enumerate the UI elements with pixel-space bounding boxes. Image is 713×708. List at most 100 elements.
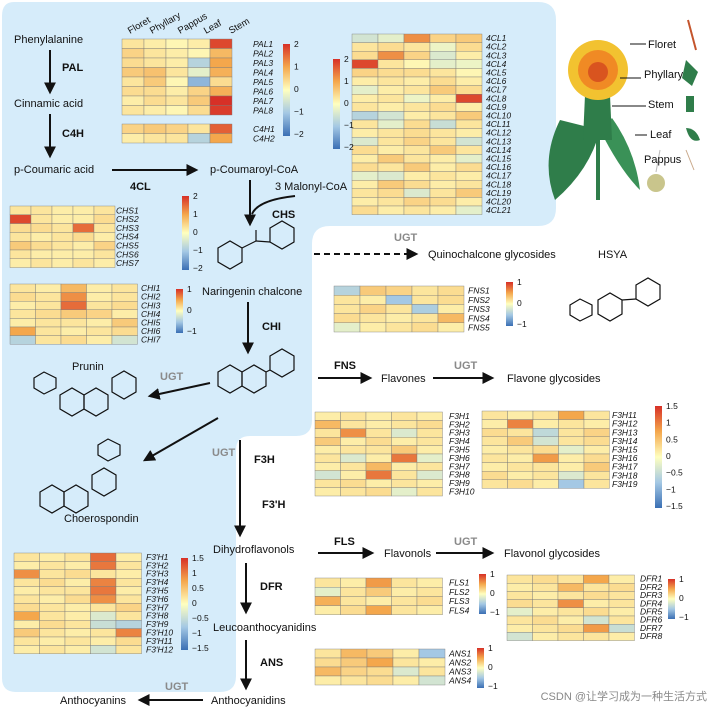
heatmap-cell <box>187 95 211 106</box>
heatmap-cell <box>455 68 483 78</box>
heatmap-cell <box>340 596 367 606</box>
heatmap-cell <box>13 594 40 604</box>
heatmap-cell <box>557 591 584 600</box>
heatmap-cell <box>481 419 508 429</box>
plant-label-pappus: Pappus <box>644 154 682 166</box>
heatmap-cell <box>385 285 413 296</box>
heatmap-cell <box>90 578 117 587</box>
heatmap-cell <box>583 607 610 617</box>
heatmap-cell <box>39 552 66 562</box>
heatmap-cell <box>351 76 379 86</box>
enzyme-f3prime-h: F3'H <box>262 499 285 511</box>
heatmap-cell <box>481 462 508 472</box>
heatmap-cell <box>506 624 533 633</box>
heatmap-cell <box>403 162 431 172</box>
colorbar-cb_c: 210−1−2 <box>182 191 203 273</box>
heatmap-cell <box>377 51 405 61</box>
colorbar-cb_f: 1.510.50−0.5−1−1.5 <box>655 401 683 511</box>
gene-label: F3H4 <box>449 436 470 446</box>
heatmap-cell <box>165 76 189 87</box>
heatmap-cell <box>165 105 189 116</box>
heatmap-cell <box>416 479 443 488</box>
gene-label: ANS3 <box>448 667 471 677</box>
colorbar-cb_a: 210−1−2 <box>283 39 304 139</box>
heatmap-cell <box>391 605 418 615</box>
gene-label: CHI4 <box>141 309 161 319</box>
colorbar-tick: 0 <box>488 662 493 672</box>
heatmap-cell <box>13 578 40 587</box>
prunin-structure <box>33 370 137 417</box>
heatmap-cell <box>416 445 443 455</box>
heatmap-cell <box>416 437 443 446</box>
compound-flavones: Flavones <box>381 373 426 385</box>
heatmap-cell <box>608 624 635 633</box>
gene-label: 4CL14 <box>486 145 511 155</box>
heatmap-cell <box>314 577 341 588</box>
gene-label: F3H16 <box>612 453 638 463</box>
heatmap-cell <box>351 111 379 121</box>
heatmap-cell <box>351 93 379 103</box>
gene-label: 4CL11 <box>486 119 511 129</box>
heatmap-cell <box>9 232 32 242</box>
gene-label: 4CL5 <box>486 68 507 78</box>
enzyme-ugt-choerospondin: UGT <box>212 447 236 459</box>
heatmap-cell <box>411 322 439 333</box>
heatmap-cell <box>314 596 341 606</box>
gene-label: CHS7 <box>116 258 139 268</box>
gene-label: F3H9 <box>449 478 470 488</box>
heatmap-cell <box>9 318 36 328</box>
gene-label: 4CL13 <box>486 136 511 146</box>
heatmap-cell <box>187 48 211 59</box>
gene-label: PAL1 <box>253 39 273 49</box>
heatmap-cell <box>377 162 405 172</box>
heatmap-cell <box>377 102 405 112</box>
heatmap-cell <box>93 205 116 216</box>
heatmap-cell <box>314 445 341 455</box>
colorbar-cb_d: 10−1 <box>176 284 197 336</box>
heatmap-cell <box>64 561 91 571</box>
compound-p-coumaroyl-coa: p-Coumaroyl-CoA <box>210 164 299 176</box>
heatmap-cell <box>437 313 465 324</box>
heatmap-cell <box>391 445 418 455</box>
plant-label-stem: Stem <box>648 99 674 111</box>
heatmap-cell <box>506 574 533 584</box>
heatmap-cell <box>532 591 559 600</box>
heatmap-cell <box>385 322 413 333</box>
gene-label: C4H1 <box>253 124 275 134</box>
gene-label: F3H13 <box>612 427 638 437</box>
colorbar-tick: −1 <box>488 681 498 691</box>
heatmap-cell <box>583 632 610 641</box>
gene-label: FNS2 <box>468 295 490 305</box>
heatmap-cell <box>86 335 113 345</box>
heatmap-cell <box>391 420 418 429</box>
heatmap-cell <box>72 232 95 242</box>
heatmap-cell <box>60 335 87 345</box>
colorbar-tick: −2 <box>344 142 354 152</box>
heatmap-cell <box>366 657 394 668</box>
heatmap-cell <box>30 232 53 242</box>
colorbar-gradient <box>283 44 290 136</box>
colorbar-tick: −1 <box>517 319 527 329</box>
heatmap-cell <box>111 318 138 328</box>
gene-label: FNS1 <box>468 286 490 296</box>
colorbar-tick: 1.5 <box>192 553 204 563</box>
heatmap-cell <box>187 86 211 97</box>
heatmap-cell <box>385 304 413 314</box>
enzyme-ugt-flavone: UGT <box>454 360 478 372</box>
heatmap-cell <box>187 38 211 49</box>
heatmap-cell <box>532 462 559 472</box>
heatmap-cell <box>39 594 66 604</box>
heatmap-cell <box>429 197 457 207</box>
heatmap-cell <box>583 615 610 625</box>
heatmap-cell <box>429 128 457 138</box>
gene-label: ANS1 <box>448 649 471 659</box>
naringenin-chalcone-structure <box>217 220 295 270</box>
heatmap-cell <box>391 470 418 480</box>
heatmap-cell <box>583 436 610 446</box>
heatmap-cell <box>418 648 446 659</box>
heatmap-cell <box>429 136 457 146</box>
compound-flavonol-glycosides: Flavonol glycosides <box>504 548 600 560</box>
colorbar-tick: −1 <box>490 607 500 617</box>
heatmap-cell <box>187 57 211 68</box>
